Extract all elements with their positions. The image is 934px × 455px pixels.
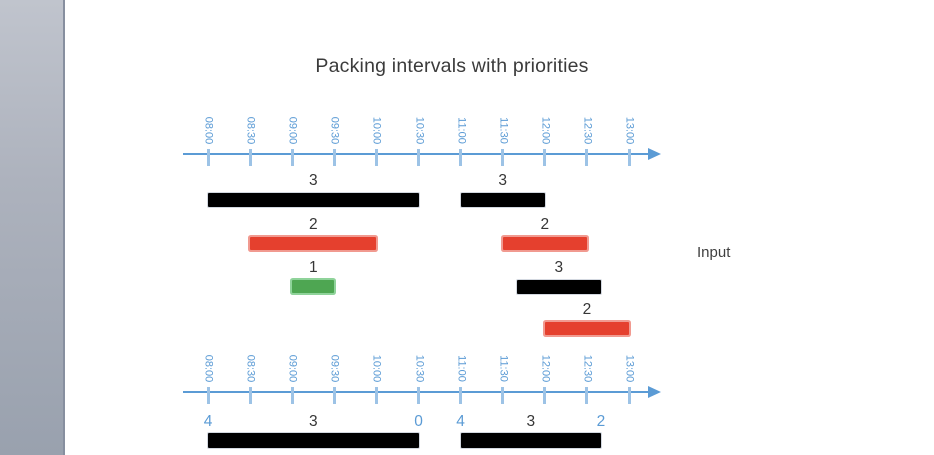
timeline-tick-label: 09:30	[328, 116, 341, 144]
interval-priority-label: 3	[308, 172, 318, 189]
interval-bar	[250, 237, 377, 250]
interval-bar	[208, 193, 419, 207]
left-pane	[0, 0, 65, 455]
timeline-tick-label: 12:00	[539, 116, 552, 144]
timeline-tick-label: 11:00	[455, 354, 468, 382]
timeline-axis	[183, 153, 648, 155]
output-interval-bar	[208, 433, 419, 448]
timeline-tick-label: 09:30	[328, 354, 341, 382]
output-mid-value: 3	[308, 413, 318, 430]
timeline-tick	[248, 149, 252, 166]
interval-bar	[460, 193, 545, 207]
output-start-value: 4	[456, 413, 465, 430]
timeline-tick	[543, 387, 547, 404]
timeline-tick-label: 10:00	[370, 354, 383, 382]
timeline-tick-label: 08:30	[244, 116, 257, 144]
timeline-arrow-icon	[648, 148, 661, 160]
timeline-tick	[417, 387, 420, 404]
timeline-tick	[501, 387, 505, 404]
timeline-tick	[374, 387, 378, 404]
timeline-tick-label: 08:00	[202, 354, 215, 382]
interval-bar	[544, 322, 629, 335]
timeline-tick	[585, 387, 589, 404]
timeline-tick-label: 08:00	[202, 116, 215, 144]
timeline-tick	[543, 149, 547, 166]
timeline-axis	[183, 391, 648, 393]
timeline-tick	[290, 149, 294, 166]
interval-priority-label: 1	[308, 259, 318, 276]
timeline-tick	[417, 149, 420, 166]
output-start-value: 4	[203, 413, 213, 430]
timeline-tick-label: 09:00	[286, 354, 299, 382]
interval-bar	[516, 280, 601, 294]
output-end-value: 0	[414, 413, 423, 430]
timeline-tick	[501, 149, 505, 166]
interval-bar	[502, 237, 587, 250]
timeline-arrow-icon	[648, 386, 661, 398]
timeline-tick-label: 12:30	[581, 354, 594, 382]
interval-priority-label: 2	[308, 216, 318, 233]
timeline-tick	[290, 387, 294, 404]
timeline-tick-label: 13:00	[623, 116, 636, 144]
interval-bar	[292, 280, 335, 293]
timeline-tick	[459, 387, 463, 404]
timeline-tick-label: 10:30	[413, 354, 425, 382]
timeline-tick	[627, 387, 631, 404]
interval-priority-label: 3	[554, 259, 564, 276]
timeline-tick-label: 10:30	[413, 116, 425, 144]
output-interval-bar	[460, 433, 601, 448]
timeline-tick	[627, 149, 631, 166]
timeline-tick	[332, 387, 336, 404]
timeline-tick-label: 11:30	[497, 116, 510, 144]
timeline-tick-label: 10:00	[370, 116, 383, 144]
timeline-tick-label: 12:30	[581, 116, 594, 144]
output-end-value: 2	[596, 413, 606, 430]
timeline-tick-label: 11:30	[497, 354, 510, 382]
timeline-tick	[332, 149, 336, 166]
timeline-tick	[206, 149, 210, 166]
timeline-tick-label: 08:30	[244, 354, 257, 382]
timeline-tick	[374, 149, 378, 166]
input-label: Input	[697, 244, 731, 261]
timeline-tick	[206, 387, 210, 404]
interval-priority-label: 3	[498, 172, 507, 189]
slide-title: Packing intervals with priorities	[315, 55, 589, 77]
timeline-tick	[585, 149, 589, 166]
interval-priority-label: 2	[582, 301, 592, 318]
timeline-tick-label: 11:00	[455, 116, 468, 144]
timeline-tick-label: 09:00	[286, 116, 299, 144]
slide-canvas	[67, 0, 934, 455]
timeline-tick	[459, 149, 463, 166]
timeline-tick-label: 12:00	[539, 354, 552, 382]
timeline-tick	[248, 387, 252, 404]
timeline-tick-label: 13:00	[623, 354, 636, 382]
output-mid-value: 3	[526, 413, 536, 430]
interval-priority-label: 2	[540, 216, 550, 233]
